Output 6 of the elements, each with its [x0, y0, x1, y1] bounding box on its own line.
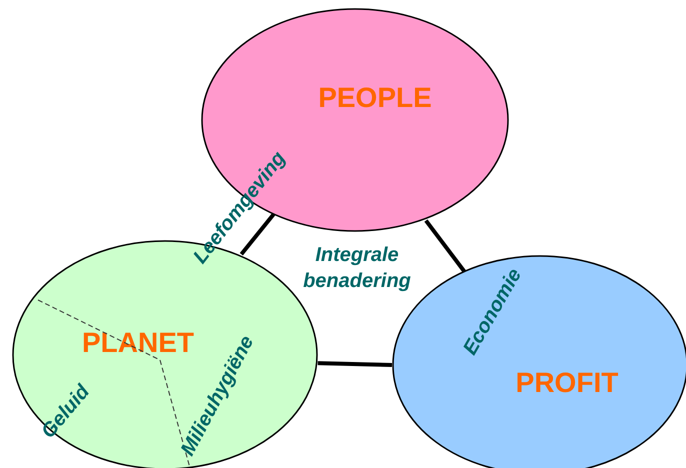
connector-line: [240, 212, 276, 256]
node-title: PROFIT: [516, 367, 618, 399]
connector-line: [318, 361, 392, 368]
center-label: Integrale benadering: [302, 243, 412, 294]
connector-line: [424, 219, 466, 273]
node-title: PEOPLE: [318, 82, 432, 114]
